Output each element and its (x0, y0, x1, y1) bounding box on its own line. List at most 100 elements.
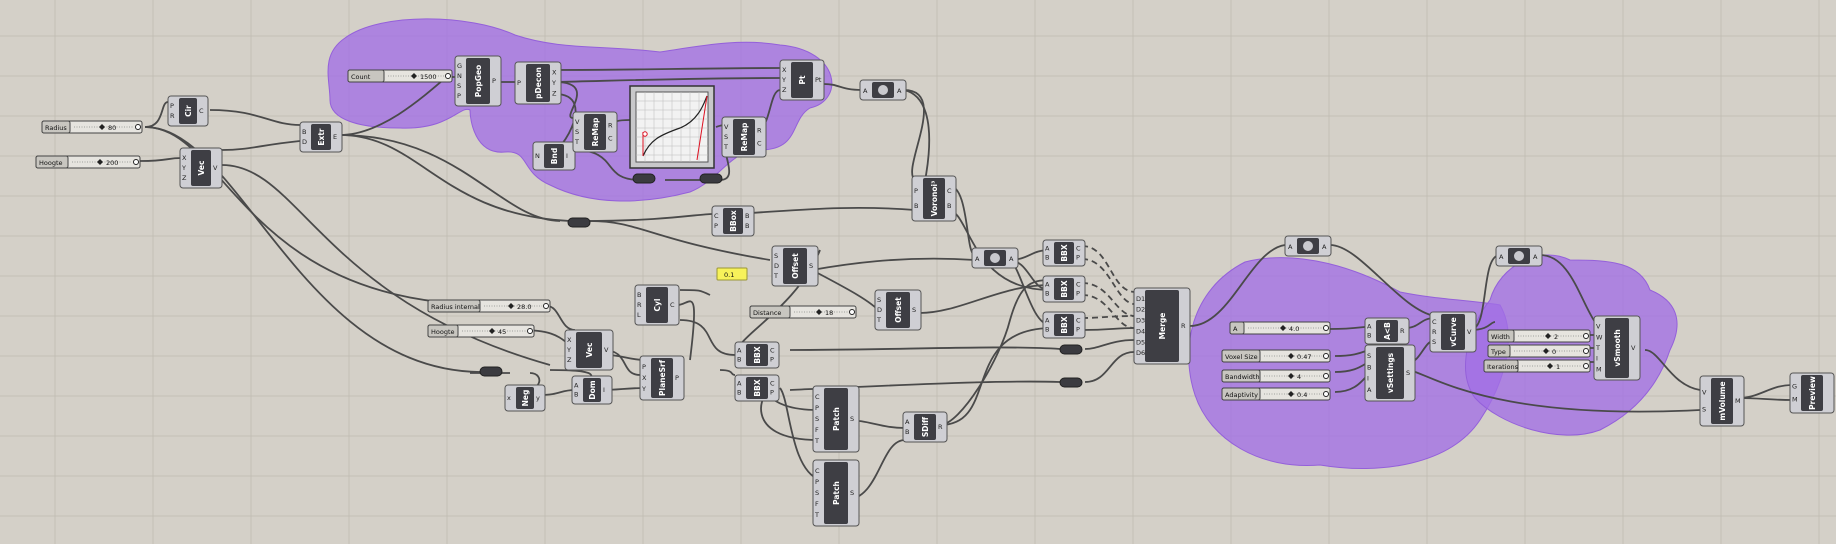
input-port[interactable]: B (1045, 325, 1049, 333)
input-port[interactable]: A (863, 87, 868, 95)
input-port[interactable]: A (737, 380, 742, 388)
input-port[interactable]: S (877, 296, 881, 304)
input-port[interactable]: N (535, 152, 540, 160)
input-port[interactable]: Y (641, 385, 646, 393)
input-port[interactable]: Y (781, 76, 786, 84)
input-port[interactable]: Z (182, 174, 187, 182)
input-port[interactable]: F (815, 426, 819, 434)
slider-grip[interactable] (489, 328, 495, 334)
slider-output[interactable] (1323, 373, 1329, 379)
output-port[interactable]: P (675, 374, 679, 382)
input-port[interactable]: S (724, 133, 728, 141)
input-port[interactable]: A (1367, 323, 1372, 331)
input-port[interactable]: B (737, 388, 741, 396)
output-port[interactable]: y (536, 394, 540, 402)
input-port[interactable]: T (773, 272, 778, 280)
slider-output[interactable] (135, 124, 141, 130)
graph-mapper[interactable] (629, 85, 715, 169)
input-port[interactable]: X (642, 374, 647, 382)
slider-grip[interactable] (1288, 353, 1294, 359)
input-port[interactable]: A (975, 255, 980, 263)
input-port[interactable]: I (1367, 375, 1369, 383)
slider-output[interactable] (1583, 333, 1589, 339)
output-port[interactable]: R (608, 121, 613, 129)
output-port[interactable]: P (1076, 289, 1080, 297)
slider-grip[interactable] (411, 73, 417, 79)
output-port[interactable]: B (745, 212, 749, 220)
slider-grip[interactable] (99, 124, 105, 130)
output-port[interactable]: A (1009, 255, 1014, 263)
input-port[interactable]: B (574, 391, 578, 399)
input-port[interactable]: P (457, 92, 461, 100)
output-port[interactable]: I (566, 152, 568, 160)
input-port[interactable]: Z (782, 86, 787, 94)
input-port[interactable]: P (815, 404, 819, 412)
output-port[interactable]: R (1400, 327, 1405, 335)
input-port[interactable]: S (457, 82, 461, 90)
output-port[interactable]: C (1076, 281, 1081, 289)
slider-grip[interactable] (1547, 363, 1553, 369)
output-port[interactable]: C (1076, 317, 1081, 325)
input-port[interactable]: B (1045, 289, 1049, 297)
input-port[interactable]: A (1045, 281, 1050, 289)
input-port[interactable]: P (642, 363, 646, 371)
output-port[interactable]: M (1735, 397, 1741, 405)
slider-output[interactable] (543, 303, 549, 309)
input-port[interactable]: D6 (1136, 349, 1145, 357)
output-port[interactable]: C (670, 301, 675, 309)
panel-note[interactable]: 0.1 (716, 267, 748, 281)
input-port[interactable]: B (302, 128, 306, 136)
input-port[interactable]: X (567, 336, 572, 344)
output-port[interactable]: R (938, 423, 943, 431)
output-port[interactable]: C (947, 187, 952, 195)
input-port[interactable]: I (1596, 355, 1598, 363)
output-port[interactable]: C (770, 380, 775, 388)
output-port[interactable]: Pt (815, 76, 822, 84)
output-port[interactable]: C (1076, 245, 1081, 253)
input-port[interactable]: L (637, 311, 641, 319)
output-port[interactable]: R (1181, 322, 1186, 330)
input-port[interactable]: B (1367, 363, 1371, 371)
input-port[interactable]: N (457, 72, 462, 80)
input-port[interactable]: C (815, 393, 820, 401)
output-port[interactable]: S (850, 415, 854, 423)
relay-capsule[interactable] (1059, 377, 1083, 388)
input-port[interactable]: B (737, 355, 741, 363)
group-voxel-left[interactable] (1188, 257, 1509, 470)
slider-output[interactable] (849, 309, 855, 315)
input-port[interactable]: M (1792, 396, 1798, 404)
input-port[interactable]: V (1596, 323, 1601, 331)
input-port[interactable]: P (714, 222, 718, 230)
input-port[interactable]: C (1432, 318, 1437, 326)
input-port[interactable]: V (724, 123, 729, 131)
output-port[interactable]: S (912, 306, 916, 314)
input-port[interactable]: R (1432, 328, 1437, 336)
input-port[interactable]: D (877, 306, 882, 314)
output-port[interactable]: A (897, 87, 902, 95)
output-port[interactable]: S (1406, 369, 1410, 377)
input-port[interactable]: T (876, 316, 881, 324)
slider-grip[interactable] (1543, 348, 1549, 354)
output-port[interactable]: Y (551, 79, 556, 87)
output-port[interactable]: P (770, 388, 774, 396)
relay-capsule[interactable] (567, 217, 591, 228)
input-port[interactable]: A (1045, 245, 1050, 253)
input-port[interactable]: S (774, 252, 778, 260)
input-port[interactable]: X (782, 66, 787, 74)
output-port[interactable]: B (947, 202, 951, 210)
output-port[interactable]: C (770, 347, 775, 355)
input-port[interactable]: V (575, 118, 580, 126)
